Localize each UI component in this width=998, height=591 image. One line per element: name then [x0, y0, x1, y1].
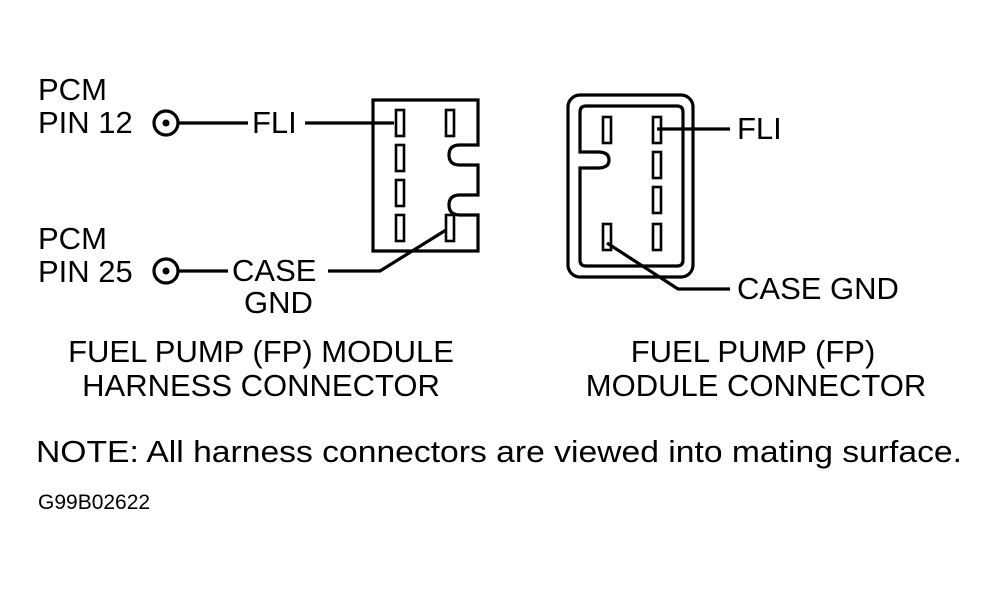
- harness-pin: [394, 213, 406, 243]
- pcm-pin12-label-line1: PCM: [38, 72, 107, 107]
- harness-pin: [394, 143, 406, 173]
- module-fli-label: FLI: [737, 111, 782, 146]
- figure-code: G99B02622: [38, 491, 150, 514]
- module-case-gnd-label: CASE GND: [737, 271, 899, 306]
- pcm-pin12-label-line2: PIN 12: [38, 105, 133, 140]
- module-connector-inner: [578, 104, 685, 268]
- harness-caption-line1: FUEL PUMP (FP) MODULE: [68, 334, 454, 369]
- harness-pin: [394, 178, 406, 208]
- module-pin: [601, 222, 613, 252]
- harness-case-label: CASE: [232, 253, 316, 288]
- pin25-terminal-icon: [152, 257, 180, 285]
- module-pin: [651, 150, 663, 180]
- case-gnd-wire: [328, 228, 447, 273]
- module-caption-line1: FUEL PUMP (FP): [631, 334, 876, 369]
- module-connector-shell: [566, 93, 695, 279]
- module-pin: [651, 185, 663, 215]
- module-connector-group: FLI CASE GND FUEL PUMP (FP) MODULE CONNE…: [566, 93, 926, 403]
- harness-pin: [444, 213, 456, 243]
- harness-caption-line2: HARNESS CONNECTOR: [82, 368, 440, 403]
- pcm-pin25-label-line2: PIN 25: [38, 254, 133, 289]
- harness-connector-group: PCM PIN 12 FLI PCM PIN 25 CASE GND FUEL …: [38, 72, 480, 403]
- harness-pin: [444, 108, 456, 138]
- viewing-note: NOTE: All harness connectors are viewed …: [36, 434, 962, 469]
- module-case-gnd-wire: [606, 241, 730, 291]
- module-pin: [651, 222, 663, 252]
- pcm-pin25-label-line1: PCM: [38, 221, 107, 256]
- harness-pin: [394, 108, 406, 138]
- module-caption-line2: MODULE CONNECTOR: [586, 368, 926, 403]
- pin12-terminal-icon: [152, 109, 180, 137]
- harness-connector-body: [371, 98, 480, 253]
- harness-fli-label: FLI: [252, 105, 297, 140]
- harness-gnd-label: GND: [244, 285, 313, 320]
- module-pin: [601, 115, 613, 145]
